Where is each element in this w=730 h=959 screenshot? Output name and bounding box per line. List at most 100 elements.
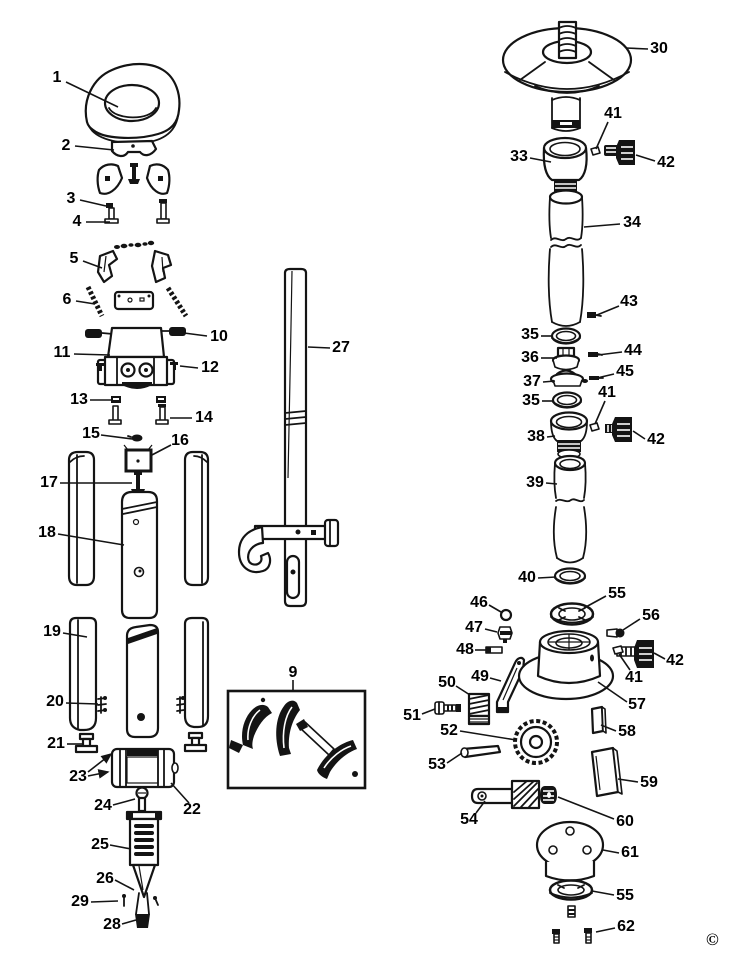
leader-line-59	[617, 778, 639, 783]
part-label-17: 17	[40, 474, 58, 491]
part-label-36: 36	[521, 349, 539, 366]
part-42-knob-b	[605, 417, 632, 442]
leader-line-2	[74, 145, 115, 151]
part-39-tube	[552, 454, 588, 564]
part-62-screws	[552, 928, 592, 944]
part-34-tube	[547, 189, 585, 327]
part-2-bracket	[110, 139, 158, 158]
part-label-41: 41	[625, 669, 643, 686]
leader-line-38	[546, 435, 556, 438]
part-33-cup	[542, 136, 588, 199]
leader-line-47	[484, 628, 498, 633]
part-label-16: 16	[171, 432, 189, 449]
part-11-housing	[96, 326, 176, 389]
leader-line-19	[62, 632, 88, 638]
leader-line-61	[602, 849, 620, 854]
leader-line-18	[57, 533, 125, 546]
part-59-plate	[590, 746, 623, 798]
leader-line-15	[100, 434, 133, 440]
part-25-auger-body	[125, 810, 163, 867]
part-label-59: 59	[640, 774, 658, 791]
part-29-pins	[122, 894, 159, 907]
leader-line-5	[82, 260, 103, 269]
copyright-mark: ©	[706, 930, 719, 949]
part-28-tip	[135, 892, 150, 928]
part-30-base-plate	[501, 20, 633, 132]
leader-line-39	[545, 482, 558, 485]
part-label-44: 44	[624, 342, 642, 359]
leader-line-55	[583, 595, 607, 609]
leader-line-43	[596, 305, 620, 316]
part-label-13: 13	[70, 391, 88, 408]
part-label-58: 58	[618, 723, 636, 740]
leader-line-53	[446, 752, 463, 764]
part-label-5: 5	[70, 250, 79, 267]
leader-line-42	[632, 430, 646, 440]
part-56-screw	[606, 628, 625, 638]
clamp-pair	[96, 163, 171, 195]
part-52-gear	[513, 719, 559, 765]
leader-line-12	[179, 365, 199, 369]
part-label-30: 30	[650, 40, 668, 57]
part-40-ring	[553, 567, 587, 585]
leader-line-41	[594, 400, 606, 425]
part-label-62: 62	[617, 918, 635, 935]
part-label-55: 55	[608, 585, 626, 602]
leader-line-62	[595, 927, 616, 933]
leader-line-41	[618, 653, 631, 671]
part-14-bolts	[108, 404, 169, 425]
part-label-38: 38	[527, 428, 545, 445]
part-label-22: 22	[183, 801, 201, 818]
part-12-screws	[96, 362, 178, 371]
part-label-46: 46	[470, 594, 488, 611]
leader-line-30	[625, 47, 649, 50]
leader-line-60	[557, 796, 615, 820]
part-27-pole	[237, 267, 340, 608]
leader-line-10	[183, 332, 208, 337]
part-label-20: 20	[46, 693, 64, 710]
part-label-49: 49	[471, 668, 489, 685]
part-label-42: 42	[657, 154, 675, 171]
part-label-6: 6	[63, 291, 72, 308]
leader-line-40	[537, 576, 557, 579]
leader-line-54	[475, 800, 486, 814]
part-21-feet	[74, 731, 208, 754]
part-61-cap	[535, 820, 605, 882]
leader-line-20	[65, 702, 99, 705]
leader-line-44	[597, 351, 623, 356]
part-label-27: 27	[332, 339, 350, 356]
leader-line-1	[65, 81, 119, 108]
part-label-18: 18	[38, 524, 56, 541]
part-label-54: 54	[460, 811, 478, 828]
part-label-25: 25	[91, 836, 109, 853]
part-17-bolt	[131, 471, 145, 494]
leader-line-27	[307, 346, 331, 349]
part-label-55: 55	[616, 887, 634, 904]
part-label-42: 42	[647, 431, 665, 448]
small-pin	[567, 905, 576, 918]
part-label-26: 26	[96, 870, 114, 887]
leader-line-51	[421, 708, 436, 715]
leader-line-37	[542, 380, 556, 383]
part-label-48: 48	[456, 641, 474, 658]
part-label-15: 15	[82, 425, 100, 442]
part-55-ring-a	[549, 602, 595, 626]
part-label-3: 3	[67, 190, 76, 207]
part-1-top-cap	[84, 62, 181, 144]
leader-line-11	[73, 353, 111, 356]
part-60-nut	[540, 786, 557, 804]
part-label-14: 14	[195, 409, 213, 426]
part-9-blade-kit-inset	[226, 689, 367, 790]
part-6-springs	[85, 285, 189, 318]
part-20-clips	[97, 696, 185, 714]
part-50-threaded-cylinder	[467, 692, 491, 726]
part-label-1: 1	[53, 69, 62, 86]
part-16-square-bracket	[123, 444, 153, 473]
part-label-9: 9	[289, 664, 298, 681]
part-label-10: 10	[210, 328, 228, 345]
part-label-40: 40	[518, 569, 536, 586]
leader-line-25	[109, 844, 132, 850]
part-55-ring-c	[548, 879, 594, 901]
part-24-bolt	[135, 786, 149, 813]
part-41-pin-c	[612, 645, 624, 655]
